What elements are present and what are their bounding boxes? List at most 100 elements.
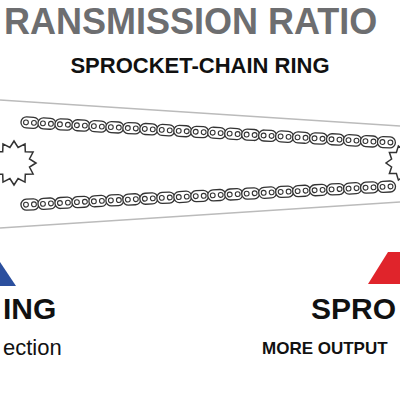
link-pin bbox=[99, 198, 104, 203]
link-plate bbox=[156, 124, 175, 136]
link-pin bbox=[235, 132, 240, 137]
link-plate bbox=[377, 136, 396, 148]
link-pin bbox=[218, 192, 223, 197]
link-pin bbox=[354, 138, 359, 143]
chain-link bbox=[72, 119, 91, 131]
link-pin bbox=[346, 186, 351, 191]
link-pin bbox=[150, 196, 155, 201]
link-pin bbox=[286, 189, 291, 194]
link-pin bbox=[380, 184, 385, 189]
link-pin bbox=[108, 125, 113, 130]
link-plate bbox=[21, 117, 40, 129]
chain-link bbox=[139, 123, 158, 135]
link-pin bbox=[167, 128, 172, 133]
link-pin bbox=[261, 133, 266, 138]
chain-link bbox=[309, 133, 328, 145]
link-pin bbox=[346, 138, 351, 143]
link-pin bbox=[57, 122, 62, 127]
chain-link bbox=[55, 197, 74, 209]
chain-link bbox=[140, 193, 159, 205]
link-plate bbox=[309, 184, 328, 196]
link-pin bbox=[329, 187, 334, 192]
link-plate bbox=[377, 181, 396, 193]
chain-link bbox=[241, 188, 260, 200]
link-pin bbox=[278, 134, 283, 139]
link-pin bbox=[312, 188, 317, 193]
link-plate bbox=[89, 120, 108, 132]
link-pin bbox=[235, 192, 240, 197]
link-pin bbox=[320, 187, 325, 192]
part-note: MORE OUTPUT bbox=[262, 340, 388, 359]
chain-link bbox=[207, 127, 226, 139]
link-plate bbox=[139, 123, 158, 135]
link-plate bbox=[224, 128, 243, 140]
link-pin bbox=[388, 140, 393, 145]
link-pin bbox=[244, 132, 249, 137]
link-plate bbox=[174, 191, 193, 203]
link-pin bbox=[371, 139, 376, 144]
link-plate bbox=[241, 188, 260, 200]
link-plate bbox=[241, 129, 260, 141]
chain bbox=[21, 117, 396, 211]
link-plate bbox=[190, 190, 209, 202]
chain-link bbox=[275, 186, 294, 198]
chain-link bbox=[38, 198, 57, 210]
link-plate bbox=[140, 193, 159, 205]
link-pin bbox=[65, 122, 70, 127]
link-pin bbox=[74, 200, 79, 205]
link-plate bbox=[55, 119, 74, 131]
link-pin bbox=[371, 185, 376, 190]
link-pin bbox=[363, 185, 368, 190]
link-pin bbox=[176, 128, 181, 133]
chain-link bbox=[123, 193, 142, 205]
part-label: ING bbox=[3, 292, 56, 325]
link-pin bbox=[142, 196, 147, 201]
link-pin bbox=[125, 126, 130, 131]
link-pin bbox=[184, 194, 189, 199]
chain-link bbox=[309, 184, 328, 196]
chain-link bbox=[89, 120, 108, 132]
link-pin bbox=[303, 135, 308, 140]
link-pin bbox=[388, 184, 393, 189]
chain-link bbox=[190, 126, 209, 138]
link-plate bbox=[207, 189, 226, 201]
link-pin bbox=[227, 131, 232, 136]
link-plate bbox=[326, 133, 345, 145]
link-pin bbox=[312, 136, 317, 141]
link-plate bbox=[275, 186, 294, 198]
chain-link bbox=[123, 122, 142, 134]
chain-link bbox=[156, 124, 175, 136]
link-plate bbox=[326, 183, 345, 195]
link-pin bbox=[40, 121, 45, 126]
link-pin bbox=[74, 123, 79, 128]
link-pin bbox=[82, 199, 87, 204]
subtitle: SPROCKET-CHAIN RING bbox=[70, 54, 329, 78]
link-plate bbox=[292, 132, 311, 144]
link-pin bbox=[116, 125, 121, 130]
chain-link bbox=[258, 187, 277, 199]
link-plate bbox=[106, 194, 125, 206]
link-pin bbox=[65, 200, 70, 205]
link-pin bbox=[91, 199, 96, 204]
link-pin bbox=[150, 127, 155, 132]
link-plate bbox=[207, 127, 226, 139]
link-plate bbox=[275, 131, 294, 143]
link-pin bbox=[227, 192, 232, 197]
chain-link bbox=[173, 125, 192, 137]
link-pin bbox=[193, 194, 198, 199]
link-pin bbox=[184, 129, 189, 134]
link-plate bbox=[38, 198, 57, 210]
link-plate bbox=[123, 193, 142, 205]
chain-link bbox=[89, 195, 108, 207]
link-pin bbox=[91, 124, 96, 129]
link-plate bbox=[157, 192, 176, 204]
link-pin bbox=[159, 195, 164, 200]
chain-link bbox=[377, 181, 396, 193]
link-pin bbox=[193, 129, 198, 134]
link-pin bbox=[261, 190, 266, 195]
part-label: SPRO bbox=[311, 292, 396, 325]
link-pin bbox=[201, 130, 206, 135]
chain-link bbox=[190, 190, 209, 202]
chain-link bbox=[106, 121, 125, 133]
